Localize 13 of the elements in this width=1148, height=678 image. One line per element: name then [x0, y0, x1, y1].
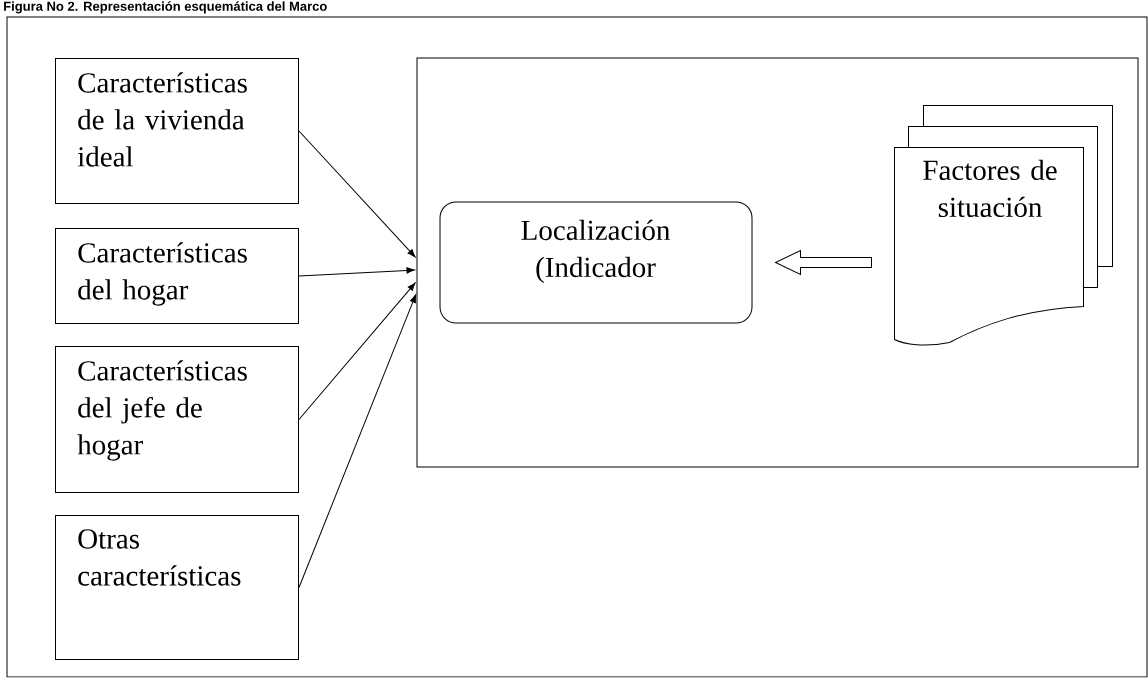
figure-title: Figura No 2. Representación esquemática del Marco	[4, 1, 327, 14]
arrow	[298, 130, 416, 258]
text-box: Características de la vivienda ideal	[55, 58, 299, 204]
arrow	[298, 267, 415, 277]
rounded-box: Localización (Indicador	[439, 201, 753, 324]
document-stack: Factores de situación	[894, 105, 1113, 346]
container-box	[416, 57, 1139, 468]
arrow	[298, 282, 416, 420]
text-box: Características del jefe de hogar	[55, 346, 299, 493]
text-box: Características del hogar	[55, 228, 299, 324]
text-box: Otras características	[55, 515, 299, 660]
block-arrow	[775, 250, 872, 275]
arrow	[298, 294, 417, 588]
